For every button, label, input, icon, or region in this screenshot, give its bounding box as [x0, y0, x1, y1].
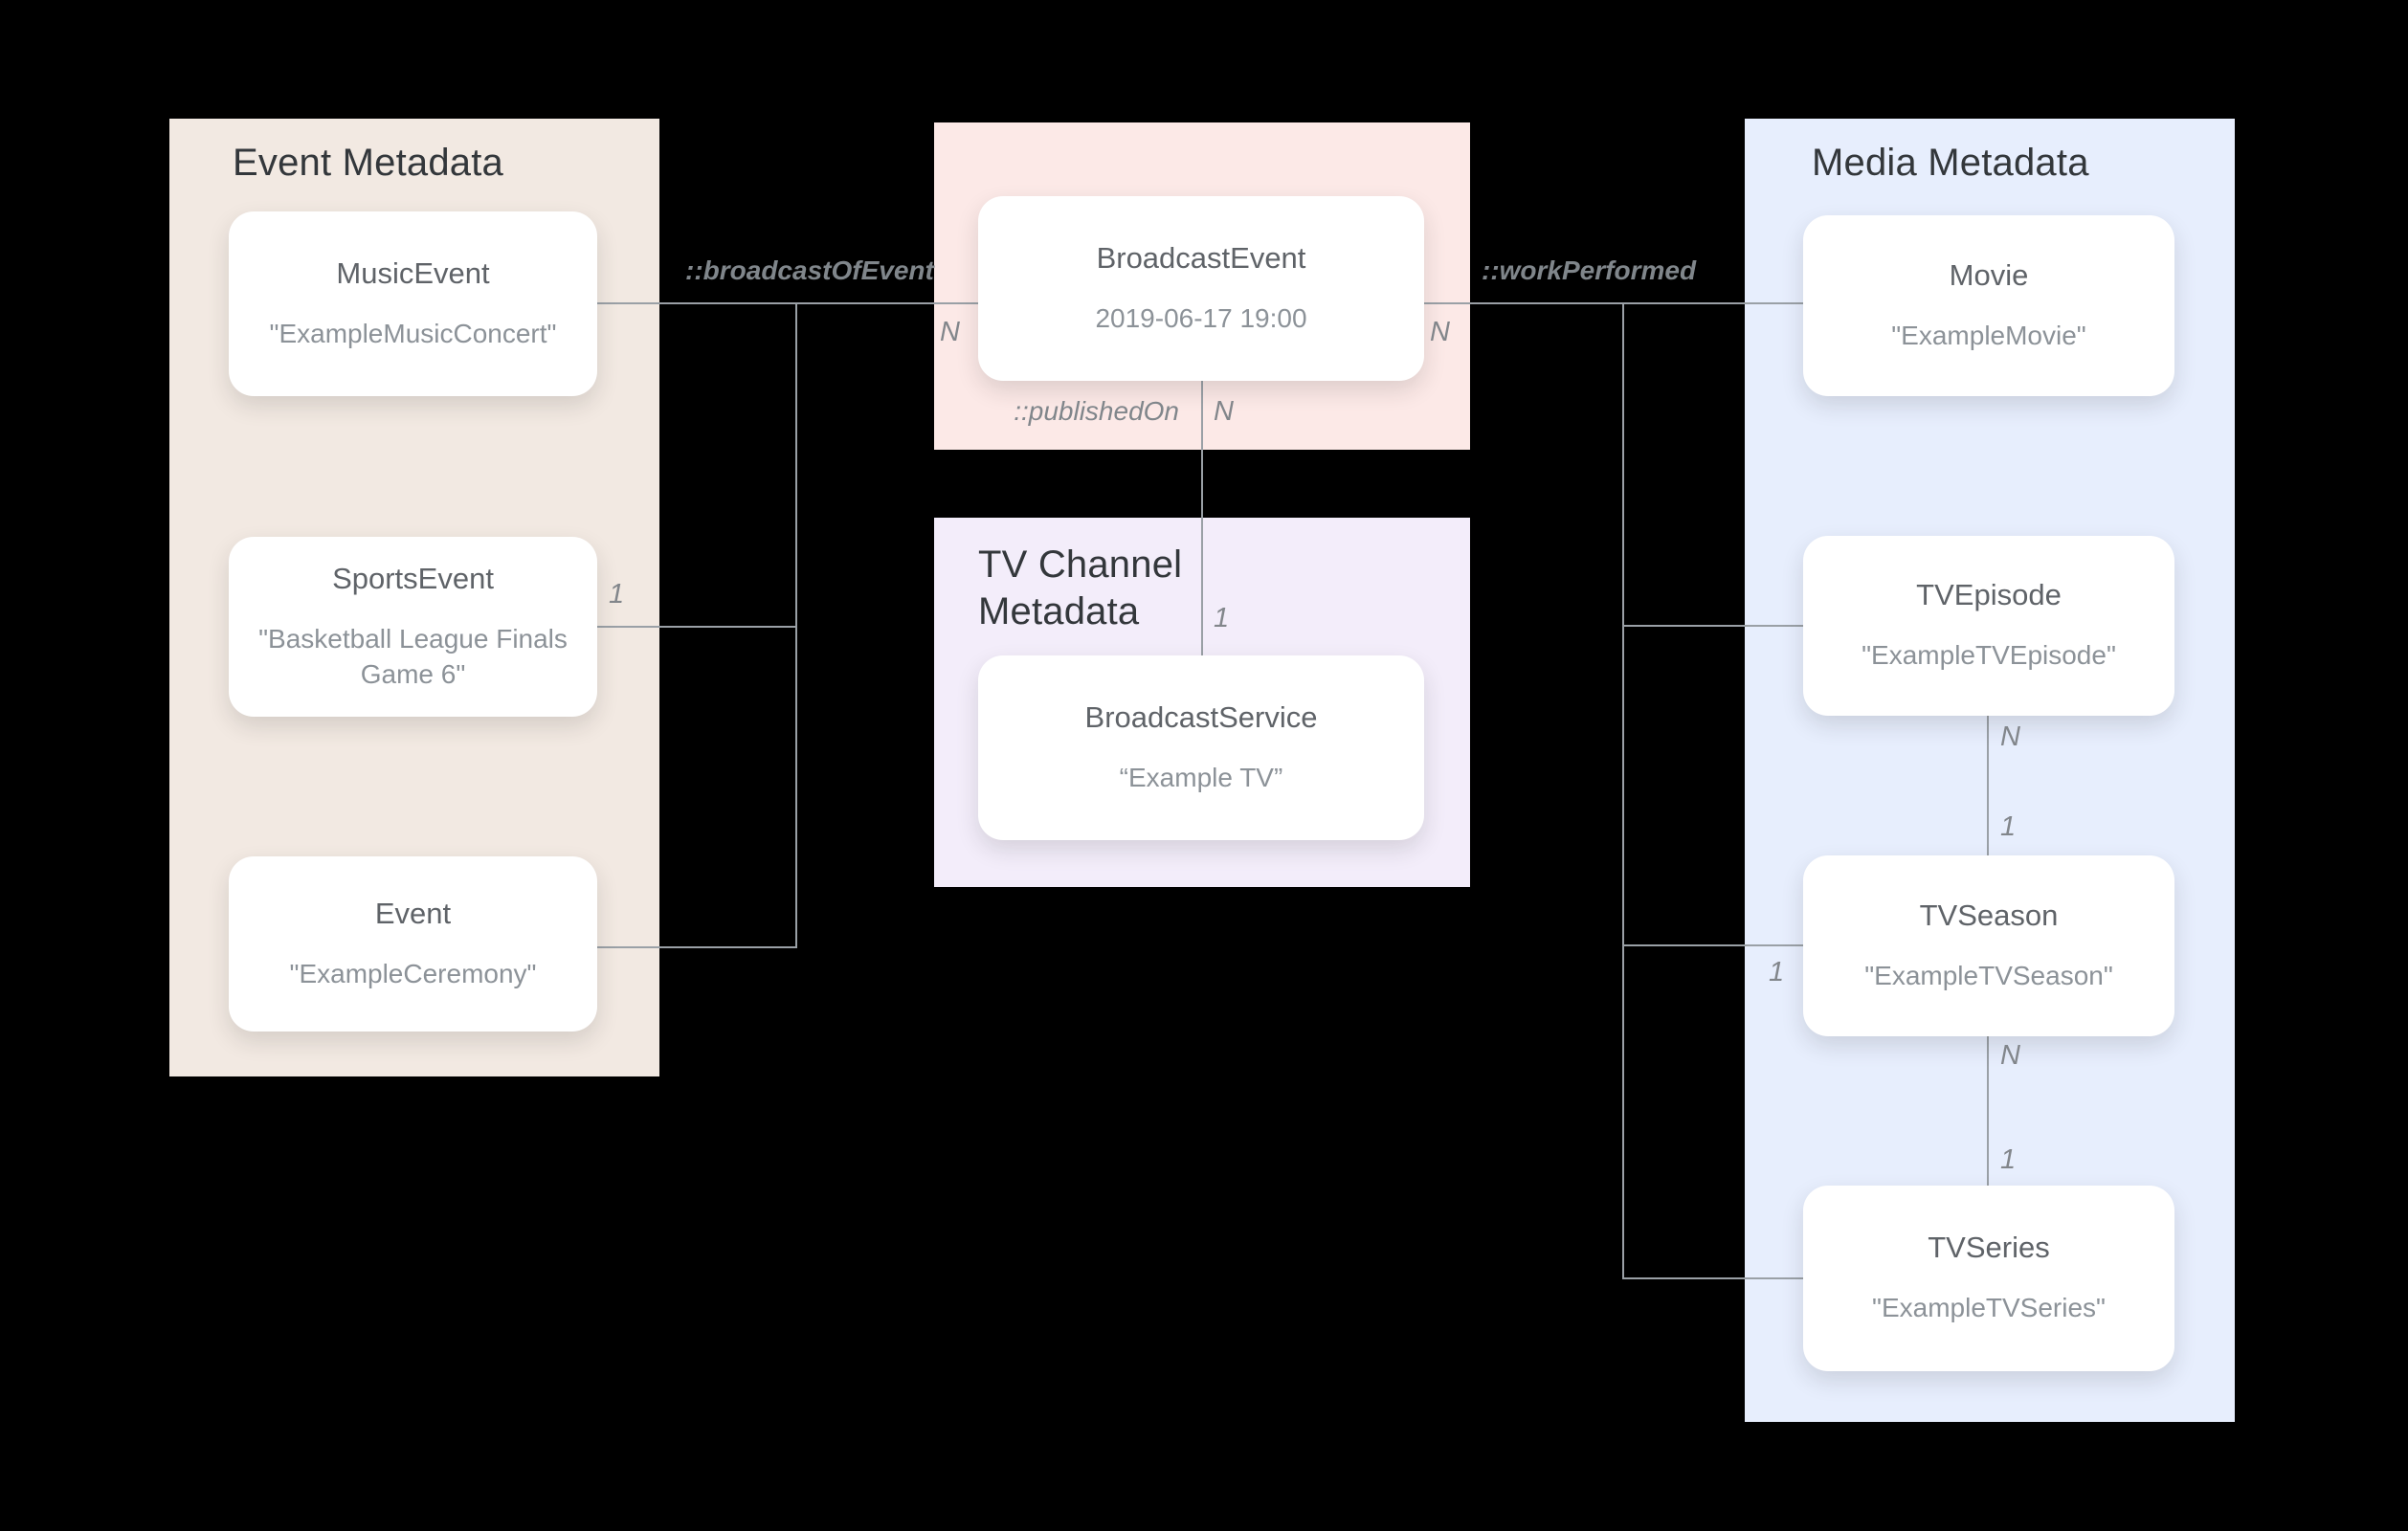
- tv-episode-title: TVEpisode: [1916, 578, 2062, 612]
- tv-series-node: TVSeries "ExampleTVSeries": [1803, 1186, 2174, 1371]
- event-title: Event: [374, 896, 452, 930]
- sports-event-node: SportsEvent "Basketball League Finals Ga…: [229, 537, 597, 717]
- cardinality-n-workPerformed: N: [1430, 317, 1450, 347]
- edge-line-event-trunk: [795, 302, 797, 948]
- tv-season-title: TVSeason: [1919, 898, 2059, 932]
- cardinality-n-broadcastOfEvent: N: [940, 317, 960, 347]
- edge-line-tvepisode-branch: [1624, 625, 1803, 627]
- tv-series-title: TVSeries: [1928, 1231, 2050, 1265]
- music-event-title: MusicEvent: [336, 255, 490, 290]
- broadcast-event-node: BroadcastEvent 2019-06-17 19:00: [978, 196, 1424, 381]
- event-metadata-title: Event Metadata: [233, 142, 503, 184]
- broadcast-service-node: BroadcastService “Example TV”: [978, 655, 1424, 840]
- music-event-node: MusicEvent "ExampleMusicConcert": [229, 211, 597, 396]
- edge-line-event-branch: [597, 946, 797, 948]
- cardinality-1-publishedOn: 1: [1214, 603, 1230, 633]
- broadcast-event-value: 2019-06-17 19:00: [1095, 302, 1307, 333]
- media-metadata-title: Media Metadata: [1812, 142, 2089, 184]
- edge-line-season-series: [1987, 1036, 1989, 1186]
- edge-line-sportsevent-branch: [597, 626, 797, 628]
- tv-season-node: TVSeason "ExampleTVSeason": [1803, 855, 2174, 1036]
- edge-line-tvseason-branch: [1624, 944, 1803, 946]
- edge-line-tvseries-branch: [1624, 1277, 1803, 1279]
- tv-episode-node: TVEpisode "ExampleTVEpisode": [1803, 536, 2174, 716]
- movie-value: "ExampleMovie": [1891, 320, 2086, 350]
- tv-episode-value: "ExampleTVEpisode": [1862, 640, 2116, 671]
- cardinality-n-publishedOn: N: [1214, 396, 1234, 427]
- tv-series-value: "ExampleTVSeries": [1872, 1293, 2106, 1323]
- edge-line-media-trunk: [1622, 302, 1624, 1279]
- edge-line-publishedOn: [1201, 381, 1203, 655]
- tv-channel-metadata-title: TV Channel Metadata: [978, 544, 1183, 632]
- edge-line-broadcastOfEvent: [597, 302, 978, 304]
- cardinality-1-broadcastOfEvent: 1: [609, 579, 625, 610]
- cardinality-1-workPerformed: 1: [1769, 957, 1785, 987]
- cardinality-1-season-series: 1: [2000, 1144, 2017, 1175]
- movie-title: Movie: [1949, 257, 2029, 292]
- edge-line-workPerformed: [1424, 302, 1803, 304]
- event-node: Event "ExampleCeremony": [229, 856, 597, 1032]
- work-performed-label: ::workPerformed: [1482, 255, 1697, 285]
- cardinality-1-episode-season: 1: [2000, 811, 2017, 842]
- broadcast-event-title: BroadcastEvent: [1096, 240, 1306, 275]
- published-on-label: ::publishedOn: [1014, 396, 1179, 426]
- edge-line-episode-season: [1987, 716, 1989, 855]
- broadcast-service-value: “Example TV”: [1119, 762, 1283, 792]
- sports-event-title: SportsEvent: [332, 561, 494, 595]
- cardinality-n-episode-season: N: [2000, 721, 2020, 752]
- tv-season-value: "ExampleTVSeason": [1864, 960, 2113, 990]
- music-event-value: "ExampleMusicConcert": [269, 318, 557, 348]
- cardinality-n-season-series: N: [2000, 1040, 2020, 1071]
- movie-node: Movie "ExampleMovie": [1803, 215, 2174, 396]
- event-value: "ExampleCeremony": [289, 958, 537, 988]
- broadcast-service-title: BroadcastService: [1084, 699, 1318, 734]
- broadcast-of-event-label: ::broadcastOfEvent: [685, 255, 934, 285]
- sports-event-value: "Basketball League Finals Game 6": [258, 623, 568, 689]
